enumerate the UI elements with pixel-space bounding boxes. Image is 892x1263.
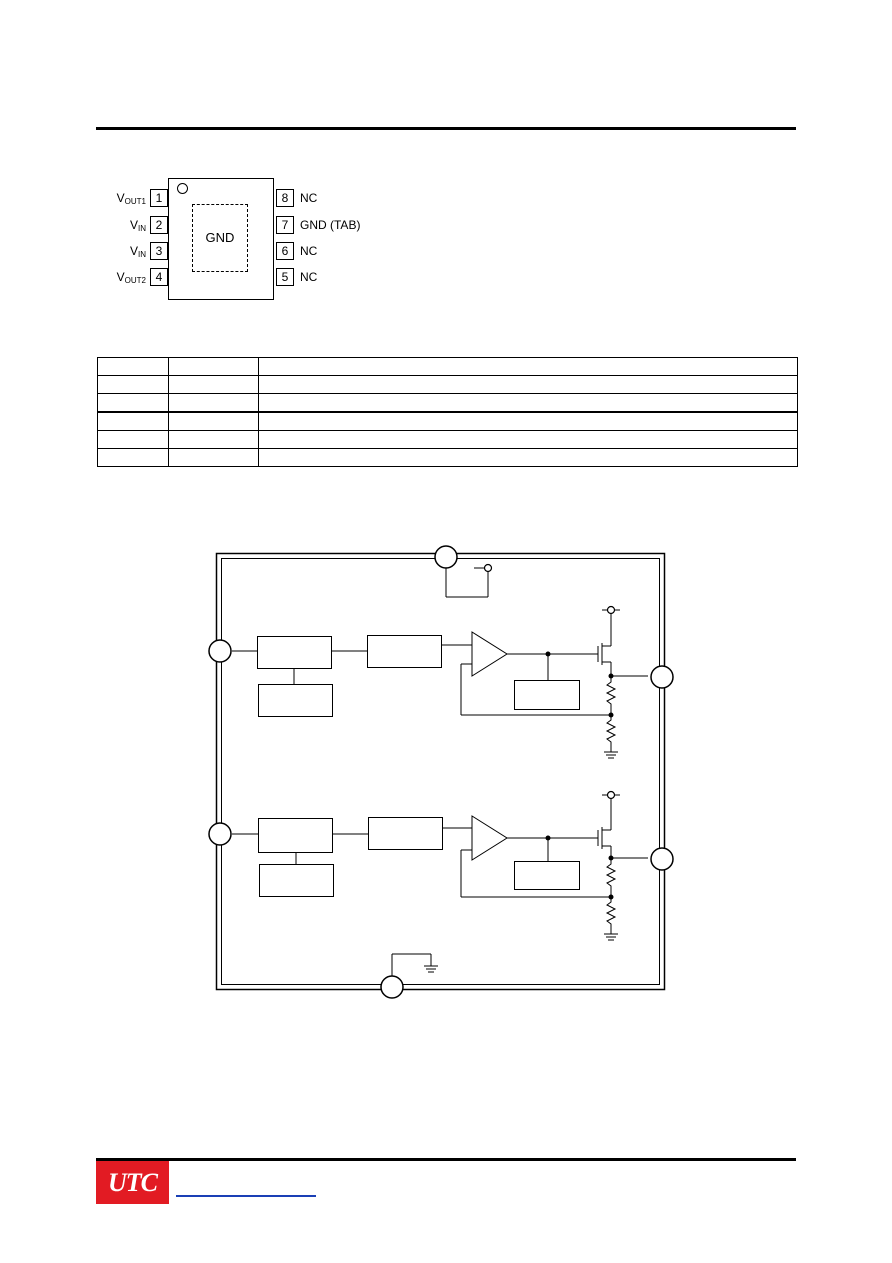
table-row [97, 375, 798, 394]
pin-name-right-8: NC [300, 191, 318, 205]
pin-number-1: 1 [150, 189, 168, 207]
pin-name-left-4: VOUT2 [116, 270, 146, 285]
top-pin-circle [434, 545, 458, 569]
pin-description-table [97, 357, 798, 467]
lower-block-1 [258, 818, 333, 853]
upper-block-1 [257, 636, 332, 669]
table-row [97, 357, 798, 376]
footer-rule [96, 1158, 796, 1161]
upper-block-3 [367, 635, 442, 668]
upper-block-2 [258, 684, 333, 717]
right-pin-circle-upper [650, 665, 674, 689]
bottom-pin-circle [380, 975, 404, 999]
header-rule [96, 127, 796, 130]
pin-name-right-7: GND (TAB) [300, 218, 361, 232]
table-row [97, 430, 798, 449]
table-row [97, 393, 798, 413]
upper-error-amp [471, 631, 508, 677]
upper-block-4 [514, 680, 580, 710]
right-pin-circle-lower [650, 847, 674, 871]
pin-number-2: 2 [150, 216, 168, 234]
pin-number-8: 8 [276, 189, 294, 207]
lower-block-4 [514, 861, 580, 890]
table-row [97, 448, 798, 467]
lower-block-2 [259, 864, 334, 897]
pin-number-3: 3 [150, 242, 168, 260]
pin-number-7: 7 [276, 216, 294, 234]
pin-number-6: 6 [276, 242, 294, 260]
footer-link-underline [176, 1195, 316, 1197]
pin-number-4: 4 [150, 268, 168, 286]
block-diagram [208, 545, 674, 999]
left-pin-circle-upper [208, 639, 232, 663]
lower-error-amp [471, 815, 508, 861]
pin-name-left-1: VOUT1 [116, 191, 146, 206]
lower-block-3 [368, 817, 443, 850]
table-row [97, 411, 798, 431]
package-body [168, 178, 274, 300]
pin-name-right-5: NC [300, 270, 318, 284]
pin-name-right-6: NC [300, 244, 318, 258]
pin-number-5: 5 [276, 268, 294, 286]
pin1-marker-icon [177, 183, 188, 194]
diagram-frame-outer [215, 552, 666, 991]
exposed-pad-label: GND [205, 230, 235, 245]
diagram-frame-inner [221, 558, 660, 985]
pin-name-left-2: VIN [129, 218, 146, 233]
utc-logo: UTC [96, 1161, 169, 1204]
exposed-pad [192, 204, 248, 272]
pin-name-left-3: VIN [129, 244, 146, 259]
left-pin-circle-lower [208, 822, 232, 846]
